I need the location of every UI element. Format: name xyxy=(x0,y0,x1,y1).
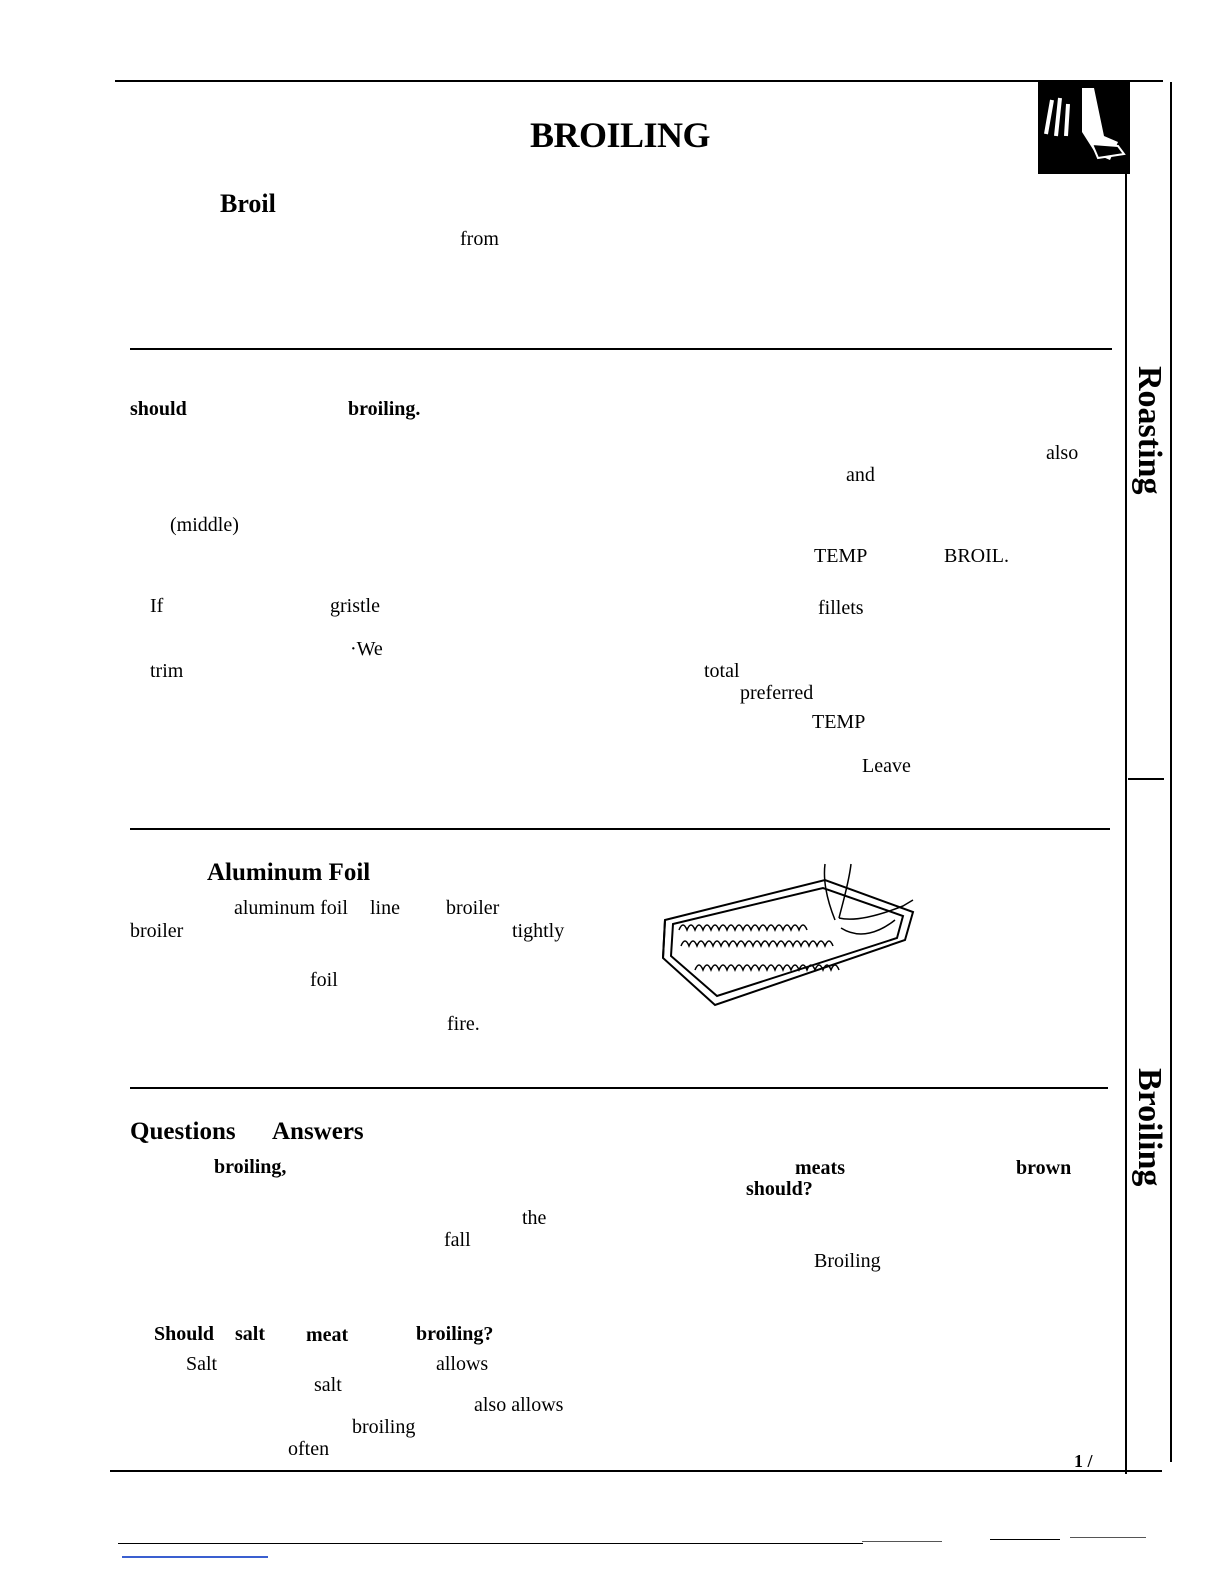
page-number: 1 / xyxy=(1074,1451,1093,1471)
foil-word: tightly xyxy=(512,920,565,942)
side-tab-broiling: Broiling xyxy=(1131,1068,1168,1187)
body-word: broiling. xyxy=(348,398,421,420)
body-word: fillets xyxy=(818,597,864,619)
body-word: also xyxy=(1046,442,1079,464)
qa-word: Salt xyxy=(186,1353,218,1375)
side-tab-bar xyxy=(1125,82,1127,1474)
qa-word: broiling? xyxy=(416,1323,494,1345)
qa-word: should? xyxy=(746,1178,813,1200)
qa-word: fall xyxy=(444,1229,471,1251)
foil-word: line xyxy=(370,897,400,919)
qa-word: allows xyxy=(436,1353,489,1375)
body-word: BROIL. xyxy=(944,545,1009,567)
qa-word: broiling xyxy=(352,1416,416,1438)
intro-word: from xyxy=(460,228,499,250)
foil-heading: Aluminum Foil xyxy=(207,859,371,886)
qa-heading-answers: Answers xyxy=(272,1118,364,1145)
qa-word: salt xyxy=(235,1323,265,1345)
footer-link-underline xyxy=(122,1556,268,1558)
intro-heading: Broil xyxy=(220,189,276,218)
body-word: trim xyxy=(150,660,184,682)
qa-word: often xyxy=(288,1438,330,1460)
body-word: should xyxy=(130,398,187,420)
foil-word: aluminum foil xyxy=(234,897,348,919)
body-word: Leave xyxy=(862,755,911,777)
section-divider-2 xyxy=(130,828,1110,830)
body-word: If xyxy=(150,595,164,617)
qa-word: meats xyxy=(795,1157,845,1179)
qa-word: the xyxy=(522,1207,547,1229)
qa-word: also allows xyxy=(474,1394,564,1416)
side-tab-outer-edge xyxy=(1170,82,1172,1462)
qa-word: salt xyxy=(314,1374,342,1396)
footer-rule-fragment xyxy=(1070,1537,1146,1538)
body-word: TEMP xyxy=(814,545,868,567)
foil-word: foil xyxy=(310,969,338,991)
section-divider-3 xyxy=(130,1087,1108,1089)
qa-heading-questions: Questions xyxy=(130,1118,236,1145)
foil-word: fire. xyxy=(447,1013,480,1035)
bottom-rule xyxy=(110,1470,1162,1472)
qa-word: broiling, xyxy=(214,1156,287,1178)
body-word: gristle xyxy=(330,595,380,617)
body-word: TEMP xyxy=(812,711,866,733)
body-word: ·We xyxy=(350,638,383,660)
side-tab-separator xyxy=(1128,778,1164,780)
footer-rule xyxy=(118,1543,863,1544)
body-word: and xyxy=(846,464,875,486)
qa-word: brown xyxy=(1016,1157,1072,1179)
qa-word: meat xyxy=(306,1324,349,1346)
body-word: preferred xyxy=(740,682,814,704)
body-word: (middle) xyxy=(170,514,239,536)
footer-rule-fragment xyxy=(862,1541,942,1542)
top-rule xyxy=(115,80,1163,82)
qa-word: Should xyxy=(154,1323,215,1345)
foil-word: broiler xyxy=(130,920,184,942)
qa-word: Broiling xyxy=(814,1250,881,1272)
hand-pointing-icon xyxy=(1038,82,1130,174)
body-word: total xyxy=(704,660,740,682)
side-tab-roasting: Roasting xyxy=(1131,366,1168,495)
footer-rule-fragment xyxy=(990,1539,1060,1540)
page-title: BROILING xyxy=(530,115,711,155)
section-divider-1 xyxy=(130,348,1112,350)
broiler-pan-illustration xyxy=(655,860,920,1010)
foil-word: broiler xyxy=(446,897,500,919)
